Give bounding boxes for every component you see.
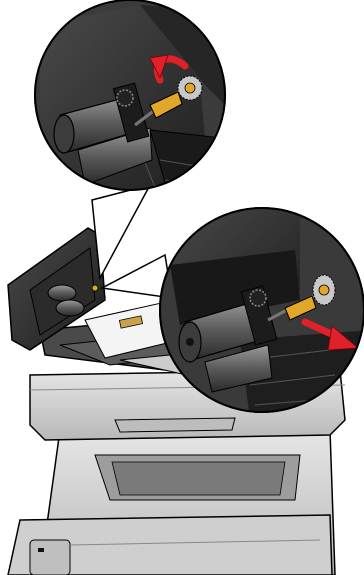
printer-base [8, 430, 335, 575]
callout-top [20, 0, 240, 200]
